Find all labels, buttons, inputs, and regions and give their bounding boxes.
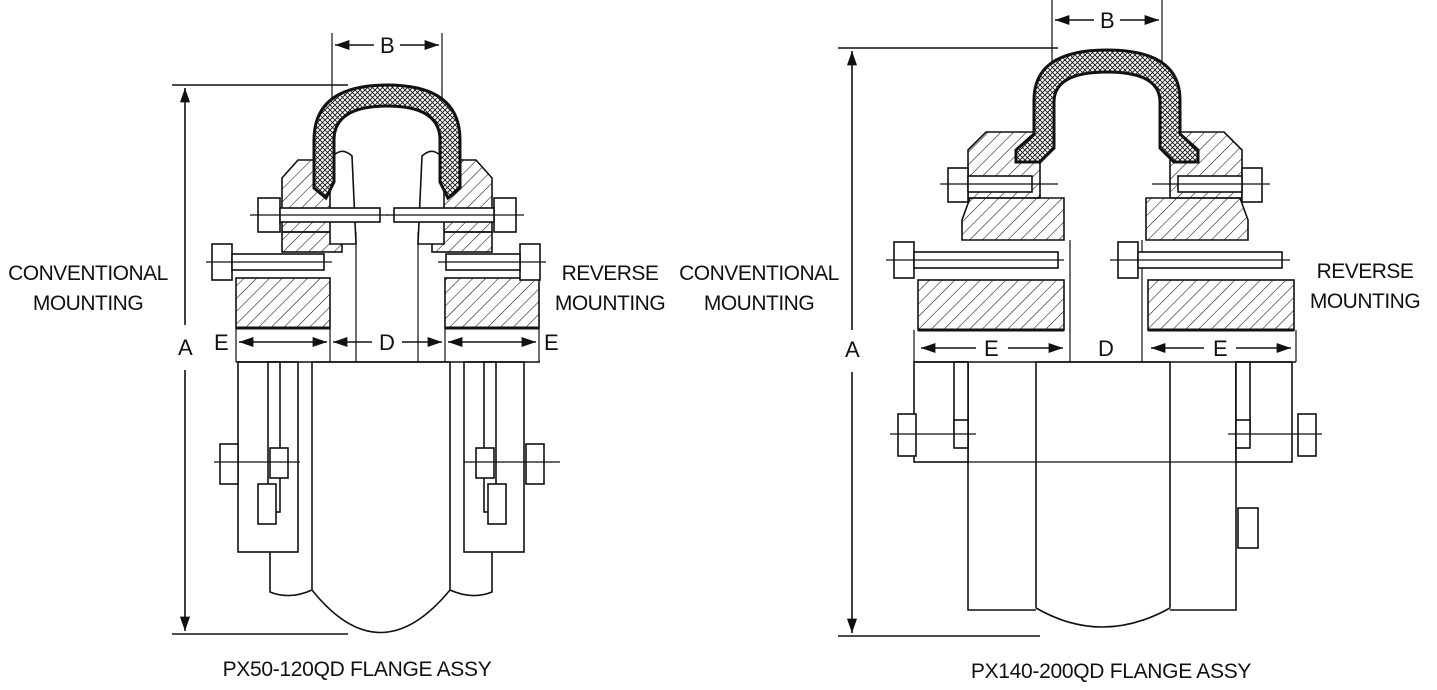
left-hub-body (237, 361, 525, 634)
left-reverse-label-line1: REVERSE (562, 262, 659, 285)
right-dim-e-right: E (1213, 336, 1228, 361)
left-dim-a: A (172, 84, 348, 635)
right-conventional-label-line2: MOUNTING (704, 292, 814, 315)
left-clamp-bolts (250, 197, 524, 233)
right-conventional-label-line1: CONVENTIONAL (679, 262, 839, 285)
right-reverse-label-line2: MOUNTING (1310, 290, 1420, 313)
right-dim-a-label: A (845, 337, 860, 362)
right-dim-d: D (1098, 336, 1114, 361)
left-conventional-label-line2: MOUNTING (33, 292, 143, 315)
left-conventional-label-line1: CONVENTIONAL (8, 262, 168, 285)
left-dim-e-right: E (544, 330, 559, 355)
right-clamp-bolts (940, 167, 1270, 203)
left-rubber-element (312, 83, 462, 201)
left-dim-e-left: E (214, 330, 229, 355)
right-lower-bolts (890, 413, 1322, 549)
right-rubber-element (1014, 48, 1200, 164)
right-dim-b-label: B (1100, 8, 1115, 33)
right-dim-e-left: E (984, 336, 999, 361)
right-reverse-label-line1: REVERSE (1317, 260, 1414, 283)
left-dim-e-d: E D E (214, 328, 559, 362)
left-dim-b-label: B (380, 33, 395, 58)
left-reverse-label-line2: MOUNTING (555, 292, 665, 315)
right-drawing: A B (679, 0, 1421, 683)
left-lower-bolts (214, 443, 560, 525)
left-hub-flanges (235, 277, 540, 363)
left-dim-d: D (379, 330, 395, 355)
left-dim-a-label: A (178, 335, 193, 360)
right-dim-a: A (838, 47, 1058, 637)
left-mounting-bolts (206, 243, 546, 281)
right-mounting-bolts (886, 241, 1290, 279)
left-caption: PX50-120QD FLANGE ASSY (223, 658, 492, 681)
right-caption: PX140-200QD FLANGE ASSY (971, 660, 1252, 683)
right-hub-flanges (914, 240, 1296, 363)
left-drawing: A B (8, 33, 666, 681)
right-dim-e-d: E D E (913, 330, 1297, 362)
right-hub-body (913, 361, 1293, 628)
